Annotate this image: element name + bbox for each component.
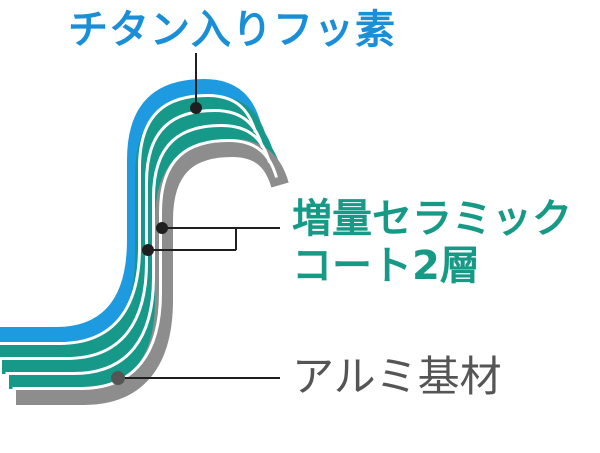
label-ceramic-line2: コート2層: [292, 243, 480, 290]
ceramic-band-2: [2, 109, 274, 374]
band-separator: [0, 108, 264, 360]
dot-ceramic-1: [156, 222, 168, 234]
leader-dots: [111, 102, 202, 385]
ceramic-band-1: [0, 94, 267, 359]
dot-aluminum: [111, 371, 125, 385]
band-separator: [0, 93, 257, 345]
ceramic-band-3: [9, 124, 281, 389]
band-separator: [5, 123, 271, 375]
dot-ceramic-2: [142, 244, 154, 256]
fluorine-band: [0, 78, 261, 345]
dot-fluorine: [190, 102, 202, 114]
label-aluminum-base: アルミ基材: [292, 352, 502, 401]
leader-lines: [118, 53, 280, 379]
band-separator: [12, 138, 278, 390]
aluminum-band: [16, 138, 289, 405]
layer-stripes: [0, 78, 289, 405]
label-ceramic-coat: 増量セラミック コート2層: [292, 196, 572, 290]
label-titanium-fluorine: チタン入りフッ素: [68, 7, 396, 53]
label-ceramic-line1: 増量セラミック: [292, 196, 572, 242]
